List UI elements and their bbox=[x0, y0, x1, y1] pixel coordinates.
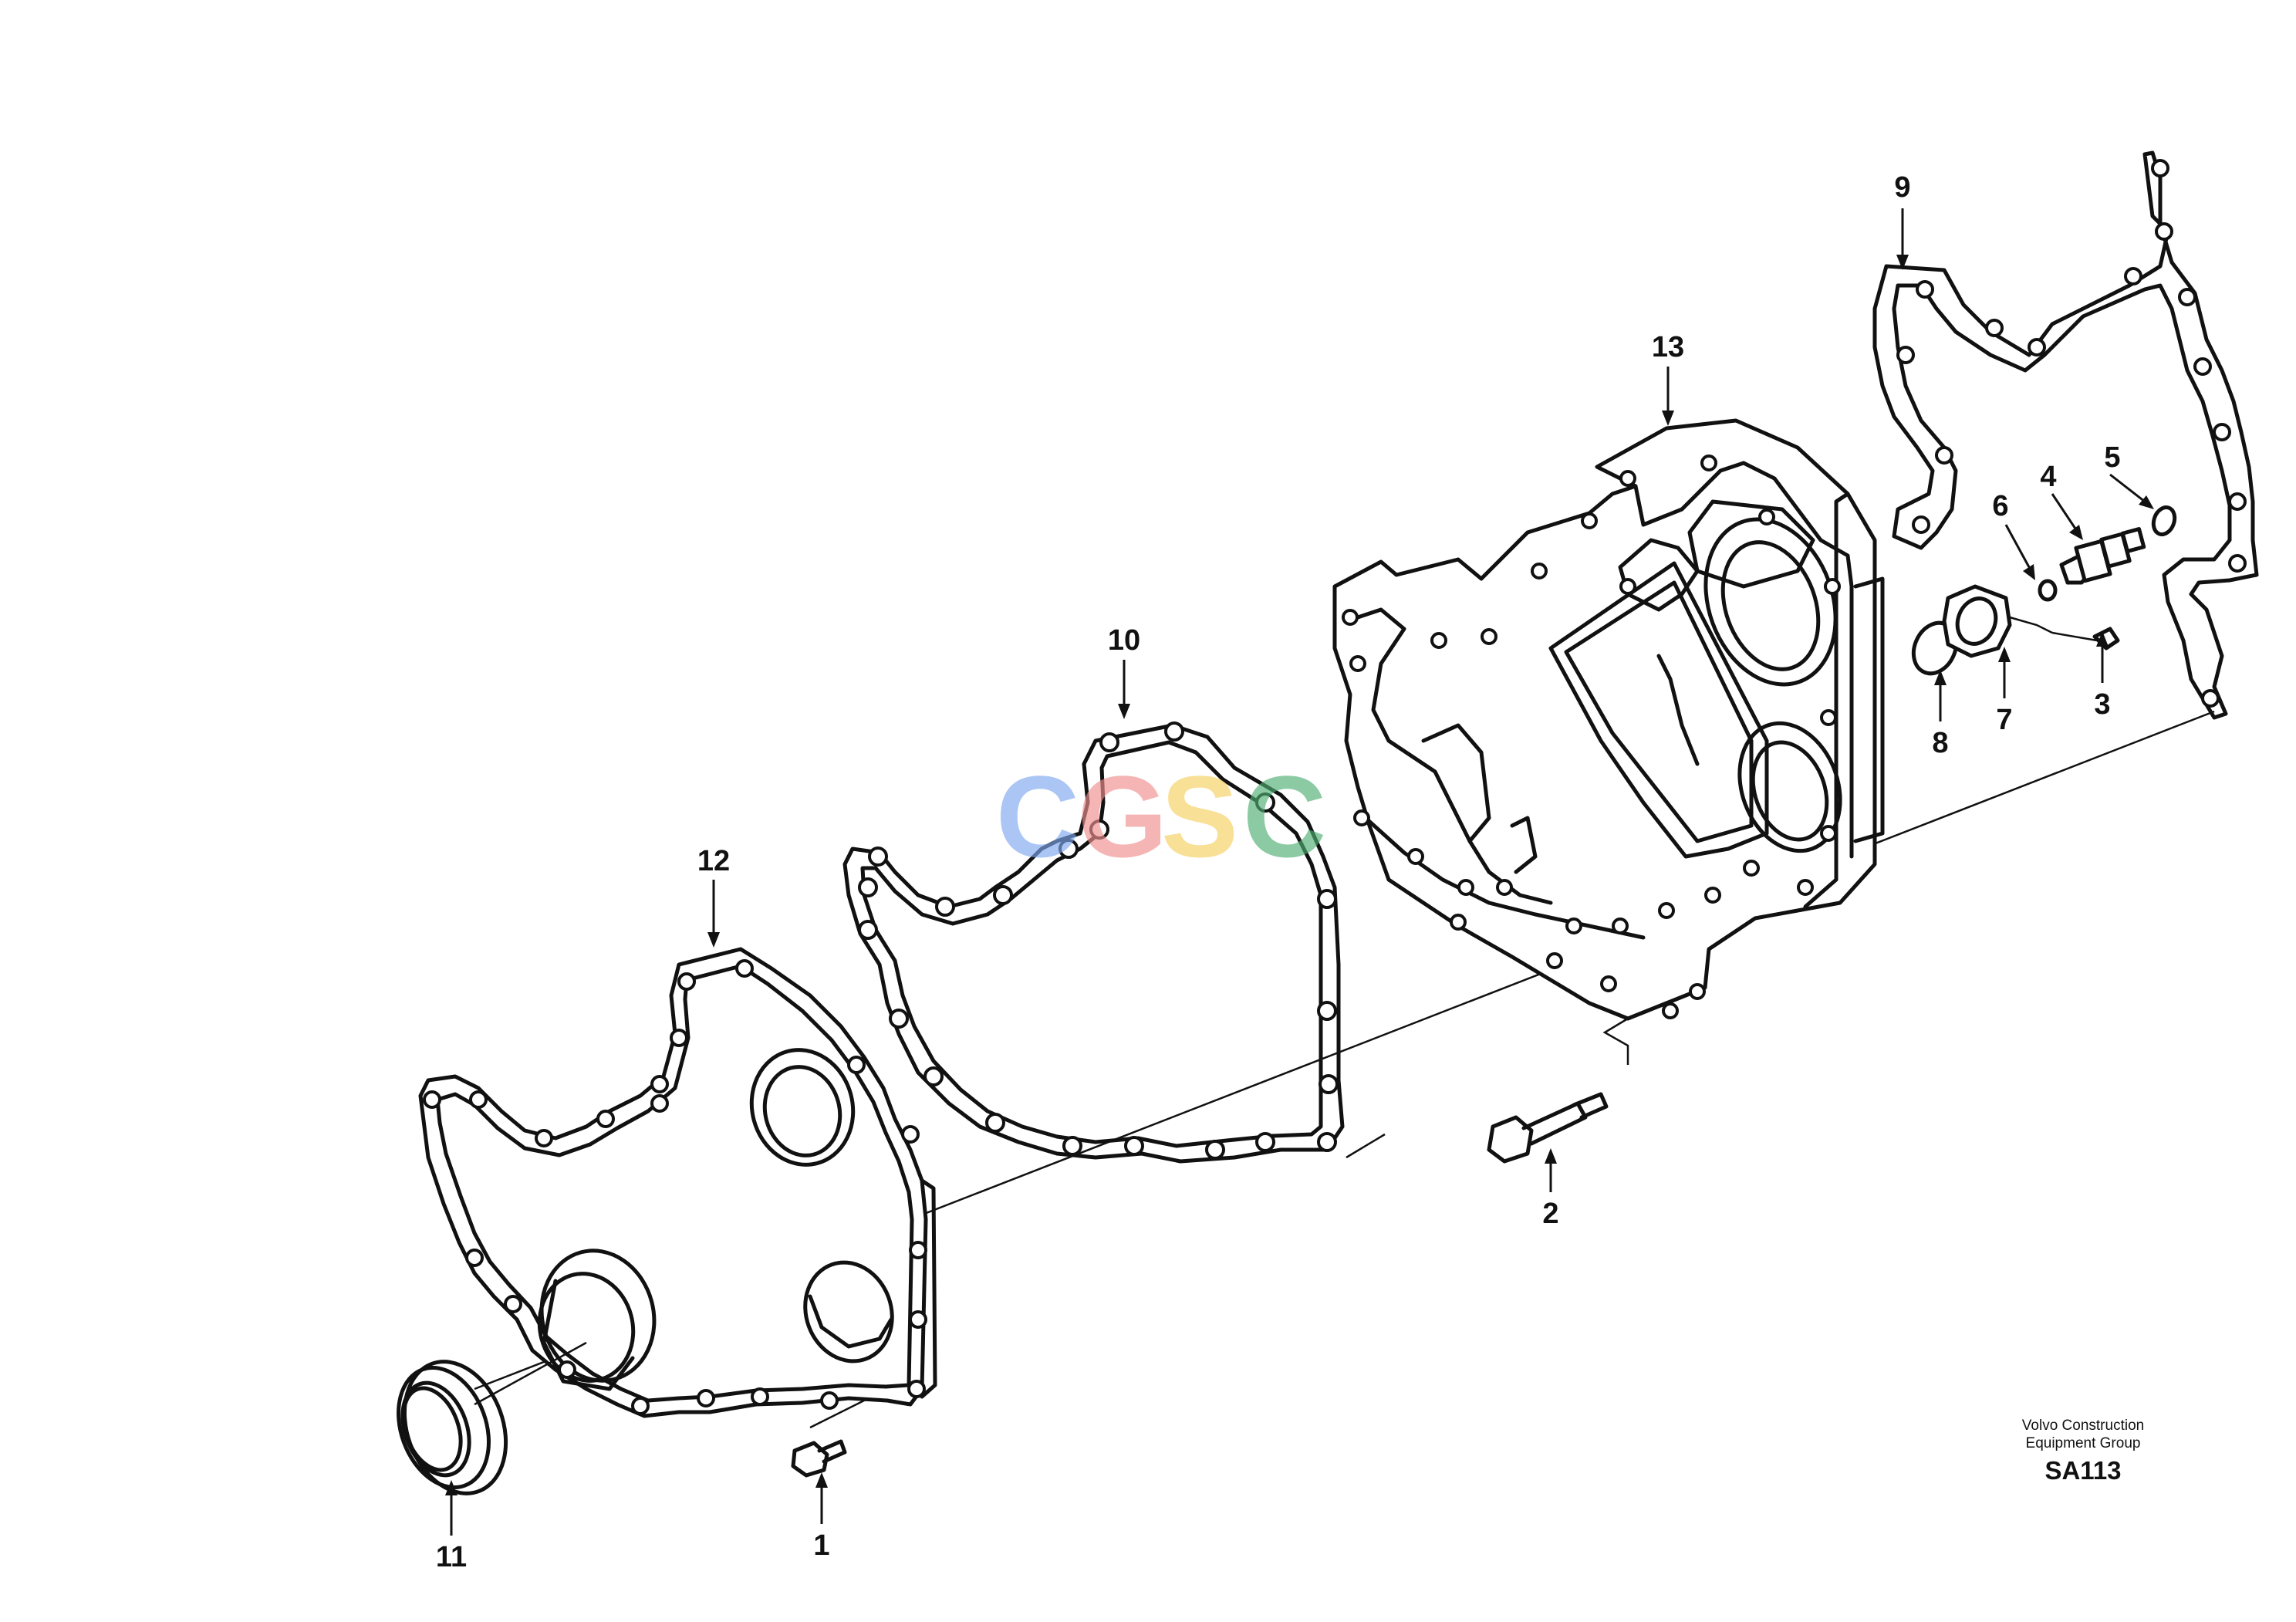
front-cover bbox=[418, 947, 937, 1418]
callout-7: 7 bbox=[1996, 704, 2012, 736]
gasket-rear bbox=[1872, 150, 2259, 720]
footer-company-line1: Volvo Construction bbox=[2022, 1418, 2144, 1434]
callout-5: 5 bbox=[2104, 441, 2120, 474]
callouts: 9 13 10 12 5 4 6 3 7 8 2 1 11 bbox=[436, 171, 2121, 1573]
watermark-letter-4: C bbox=[1243, 752, 1326, 881]
oil-seal bbox=[397, 1341, 587, 1495]
sensor-assembly bbox=[1911, 505, 2177, 676]
gasket-front bbox=[842, 721, 1345, 1164]
callout-11: 11 bbox=[436, 1541, 467, 1573]
footer-company-line2: Equipment Group bbox=[2026, 1435, 2141, 1451]
watermark-logo: C G S C bbox=[996, 752, 1326, 881]
callout-12: 12 bbox=[697, 845, 730, 877]
cap-screw-2 bbox=[1487, 1092, 1609, 1164]
callout-1: 1 bbox=[813, 1529, 829, 1562]
cap-screw-1 bbox=[791, 1439, 847, 1478]
callout-10: 10 bbox=[1108, 624, 1140, 657]
callout-4: 4 bbox=[2040, 461, 2056, 493]
callout-9: 9 bbox=[1894, 171, 1910, 204]
callout-8: 8 bbox=[1932, 727, 1948, 759]
callout-13: 13 bbox=[1652, 331, 1684, 363]
footer-credit: Volvo Construction Equipment Group SA113 bbox=[2022, 1418, 2144, 1485]
callout-3: 3 bbox=[2094, 688, 2110, 721]
callout-6: 6 bbox=[1992, 490, 2008, 522]
callout-2: 2 bbox=[1542, 1198, 1558, 1230]
footer-drawing-code: SA113 bbox=[2044, 1456, 2121, 1485]
leader-lines bbox=[445, 208, 2154, 1536]
watermark-letter-2: G bbox=[1078, 752, 1168, 881]
watermark-letter-3: S bbox=[1161, 752, 1238, 881]
timing-gear-housing bbox=[1332, 418, 1885, 1021]
watermark-letter-1: C bbox=[996, 752, 1079, 881]
